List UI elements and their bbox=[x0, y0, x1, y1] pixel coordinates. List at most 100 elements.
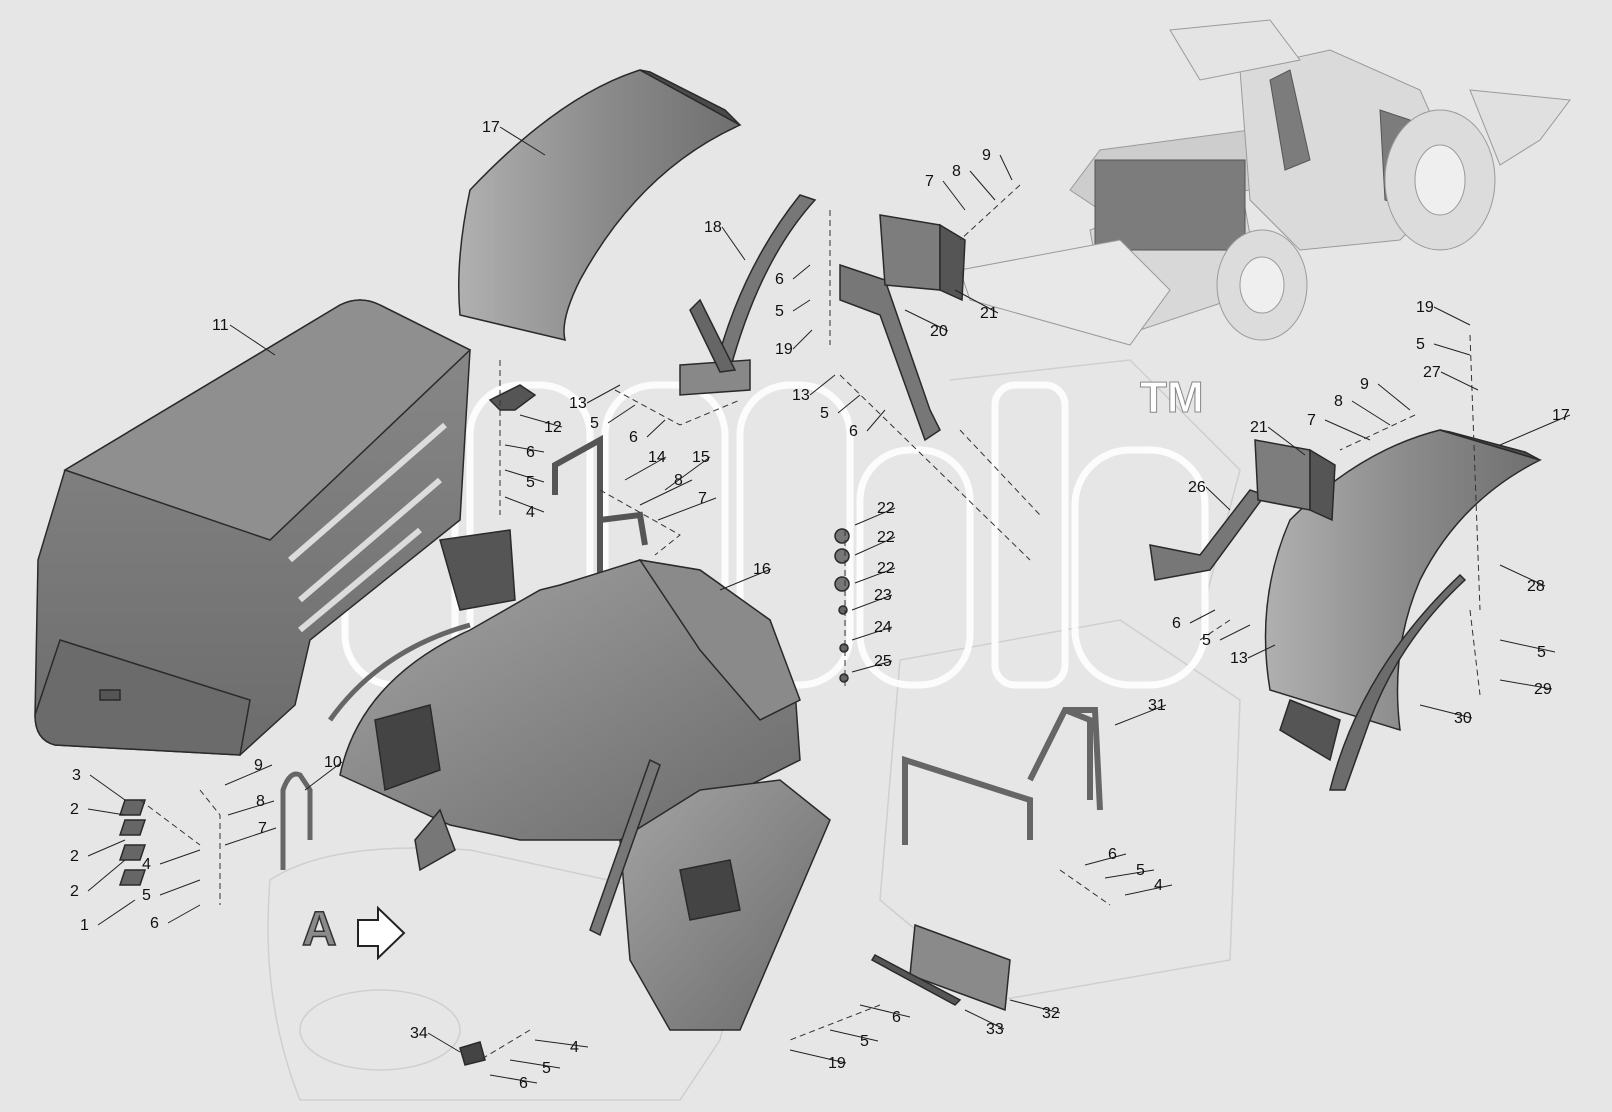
callout-label: 4 bbox=[526, 504, 535, 521]
callout-leader bbox=[904, 309, 949, 332]
callout-label: 32 bbox=[1042, 1005, 1060, 1022]
callout-label: 30 bbox=[1454, 710, 1472, 727]
callout-leader bbox=[1114, 704, 1167, 726]
assembly-lines bbox=[139, 184, 1481, 1061]
callout-leader bbox=[499, 126, 546, 156]
callout-leader bbox=[851, 626, 893, 641]
callout-label: 5 bbox=[1136, 862, 1145, 879]
callout-leader bbox=[509, 1059, 561, 1069]
callout-label: 5 bbox=[1416, 336, 1425, 353]
callout-label: 6 bbox=[150, 915, 159, 932]
handrail-14 bbox=[552, 434, 648, 600]
callout-label: 8 bbox=[1334, 393, 1343, 410]
callout-label: 7 bbox=[925, 173, 934, 190]
callout-leader bbox=[489, 1074, 538, 1084]
callout-label: 23 bbox=[874, 587, 892, 604]
callout-leader bbox=[854, 507, 896, 526]
callout-leader bbox=[954, 289, 999, 314]
callout-label: 6 bbox=[849, 423, 858, 440]
callout-label: 7 bbox=[1307, 412, 1316, 429]
callout-label: 9 bbox=[982, 147, 991, 164]
callout-leader bbox=[1419, 704, 1473, 719]
callout-label: 6 bbox=[526, 444, 535, 461]
callout-label: 13 bbox=[1230, 650, 1248, 667]
callout-label: 21 bbox=[1250, 419, 1268, 436]
callout-label: 19 bbox=[775, 341, 793, 358]
fender-right bbox=[1264, 429, 1543, 791]
callout-leader bbox=[89, 774, 126, 801]
callout-label: 5 bbox=[1202, 632, 1211, 649]
callout-leader bbox=[837, 394, 861, 414]
callout-label: 19 bbox=[828, 1055, 846, 1072]
callout-leader bbox=[1189, 609, 1216, 624]
callout-label: 9 bbox=[254, 757, 263, 774]
callout-label: 5 bbox=[860, 1033, 869, 1050]
callout-leader bbox=[964, 1009, 1005, 1030]
callout-leader bbox=[607, 404, 636, 424]
callout-label: 24 bbox=[874, 619, 892, 636]
callout-leader bbox=[1351, 400, 1391, 426]
callout-label: 6 bbox=[775, 271, 784, 288]
callout-label: 5 bbox=[526, 474, 535, 491]
callout-label: 13 bbox=[569, 395, 587, 412]
callout-leader bbox=[1433, 343, 1471, 356]
callout-label: 22 bbox=[877, 560, 895, 577]
callout-leader bbox=[159, 879, 201, 896]
callout-leader bbox=[789, 1049, 847, 1064]
callout-leaders bbox=[87, 126, 1571, 1084]
callout-leader bbox=[1267, 426, 1306, 456]
view-marker: A bbox=[301, 902, 406, 961]
callout-leader bbox=[1440, 371, 1479, 391]
callout-label: 31 bbox=[1148, 697, 1166, 714]
handrail-10 bbox=[280, 771, 313, 870]
callout-label: 29 bbox=[1534, 681, 1552, 698]
bracket-20 bbox=[839, 214, 966, 442]
callout-label: 6 bbox=[892, 1009, 901, 1026]
callout-label: 5 bbox=[590, 415, 599, 432]
bracket-18 bbox=[679, 194, 817, 396]
callout-label: 34 bbox=[410, 1025, 428, 1042]
callout-label: 5 bbox=[775, 303, 784, 320]
callout-leader bbox=[664, 456, 711, 491]
callout-label: 3 bbox=[72, 767, 81, 784]
callout-leader bbox=[854, 567, 896, 584]
callout-label: 17 bbox=[1552, 407, 1570, 424]
callout-label: 4 bbox=[1154, 877, 1163, 894]
callout-leader bbox=[1205, 486, 1231, 511]
callout-label: 8 bbox=[952, 163, 961, 180]
callout-leader bbox=[1433, 306, 1471, 326]
callout-label: 2 bbox=[70, 801, 79, 818]
callout-leader bbox=[809, 374, 836, 396]
callout-leader bbox=[167, 904, 201, 924]
callout-label: 5 bbox=[142, 887, 151, 904]
view-marker-letter: A bbox=[302, 903, 337, 956]
callout-leader bbox=[304, 761, 343, 791]
callout-leader bbox=[851, 594, 893, 611]
callout-label: 4 bbox=[570, 1039, 579, 1056]
bracket-26 bbox=[1149, 439, 1336, 581]
callout-leader bbox=[504, 444, 545, 453]
callout-leader bbox=[624, 456, 667, 481]
callout-leader bbox=[227, 800, 275, 816]
callout-label: 13 bbox=[792, 387, 810, 404]
callout-label: 2 bbox=[70, 883, 79, 900]
callout-leader bbox=[224, 827, 277, 846]
callout-leader bbox=[159, 849, 201, 865]
callout-label: 6 bbox=[1108, 846, 1117, 863]
callout-leader bbox=[639, 479, 693, 506]
callout-label: 22 bbox=[877, 529, 895, 546]
callout-label: 7 bbox=[698, 490, 707, 507]
callout-leader bbox=[1104, 869, 1155, 879]
callout-leader bbox=[1124, 884, 1173, 896]
callout-leader bbox=[851, 660, 893, 673]
callout-label: 6 bbox=[1172, 615, 1181, 632]
callout-label: 15 bbox=[692, 449, 710, 466]
callout-leader bbox=[534, 1039, 589, 1048]
callout-leader bbox=[1499, 414, 1571, 446]
callout-leader bbox=[859, 1004, 911, 1018]
callout-leader bbox=[1247, 644, 1276, 659]
callout-leader bbox=[586, 384, 621, 404]
trademark-label: TM bbox=[1140, 373, 1204, 422]
